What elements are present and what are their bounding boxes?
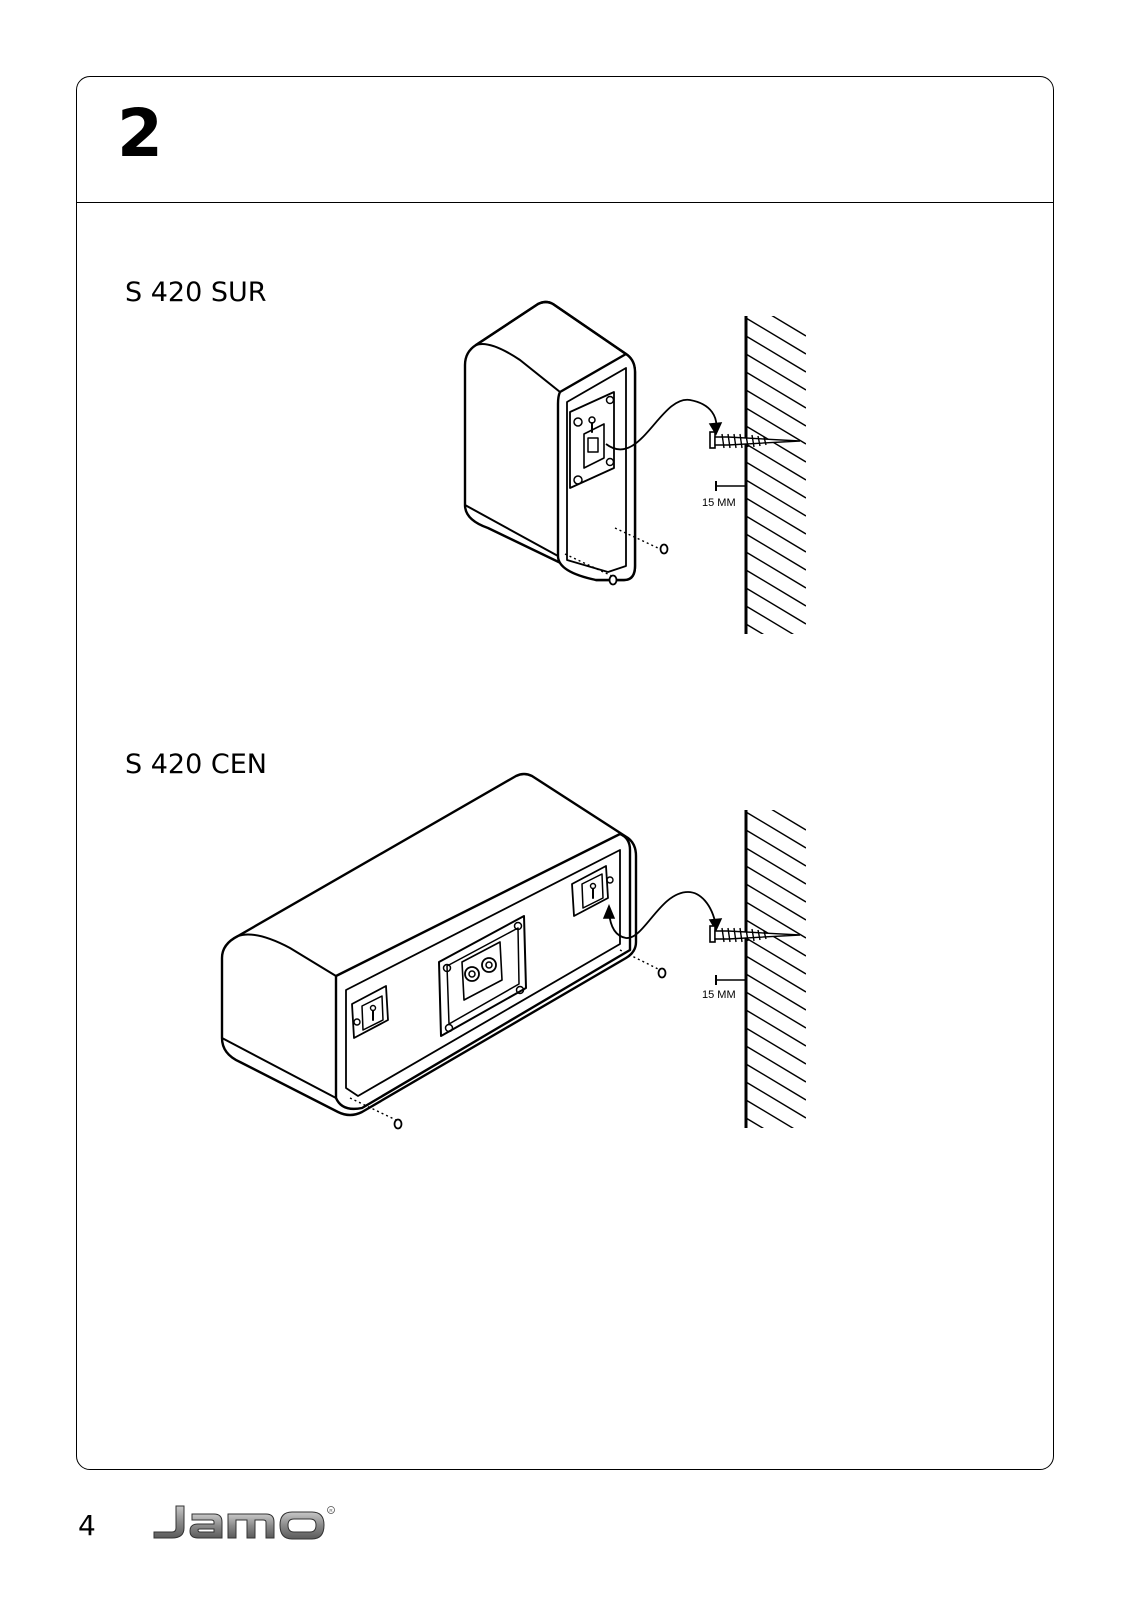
cen-dimension-label: 15 MM	[702, 989, 736, 1001]
svg-text:R: R	[329, 1508, 333, 1513]
wall-2	[710, 794, 806, 1154]
page-number: 4	[78, 1509, 96, 1542]
sur-speaker-drawing	[465, 302, 635, 580]
cen-speaker-drawing	[222, 774, 636, 1115]
wall-1	[710, 300, 806, 660]
sur-dimension-label: 15 MM	[702, 497, 736, 509]
brand-logo: R	[148, 1502, 338, 1546]
